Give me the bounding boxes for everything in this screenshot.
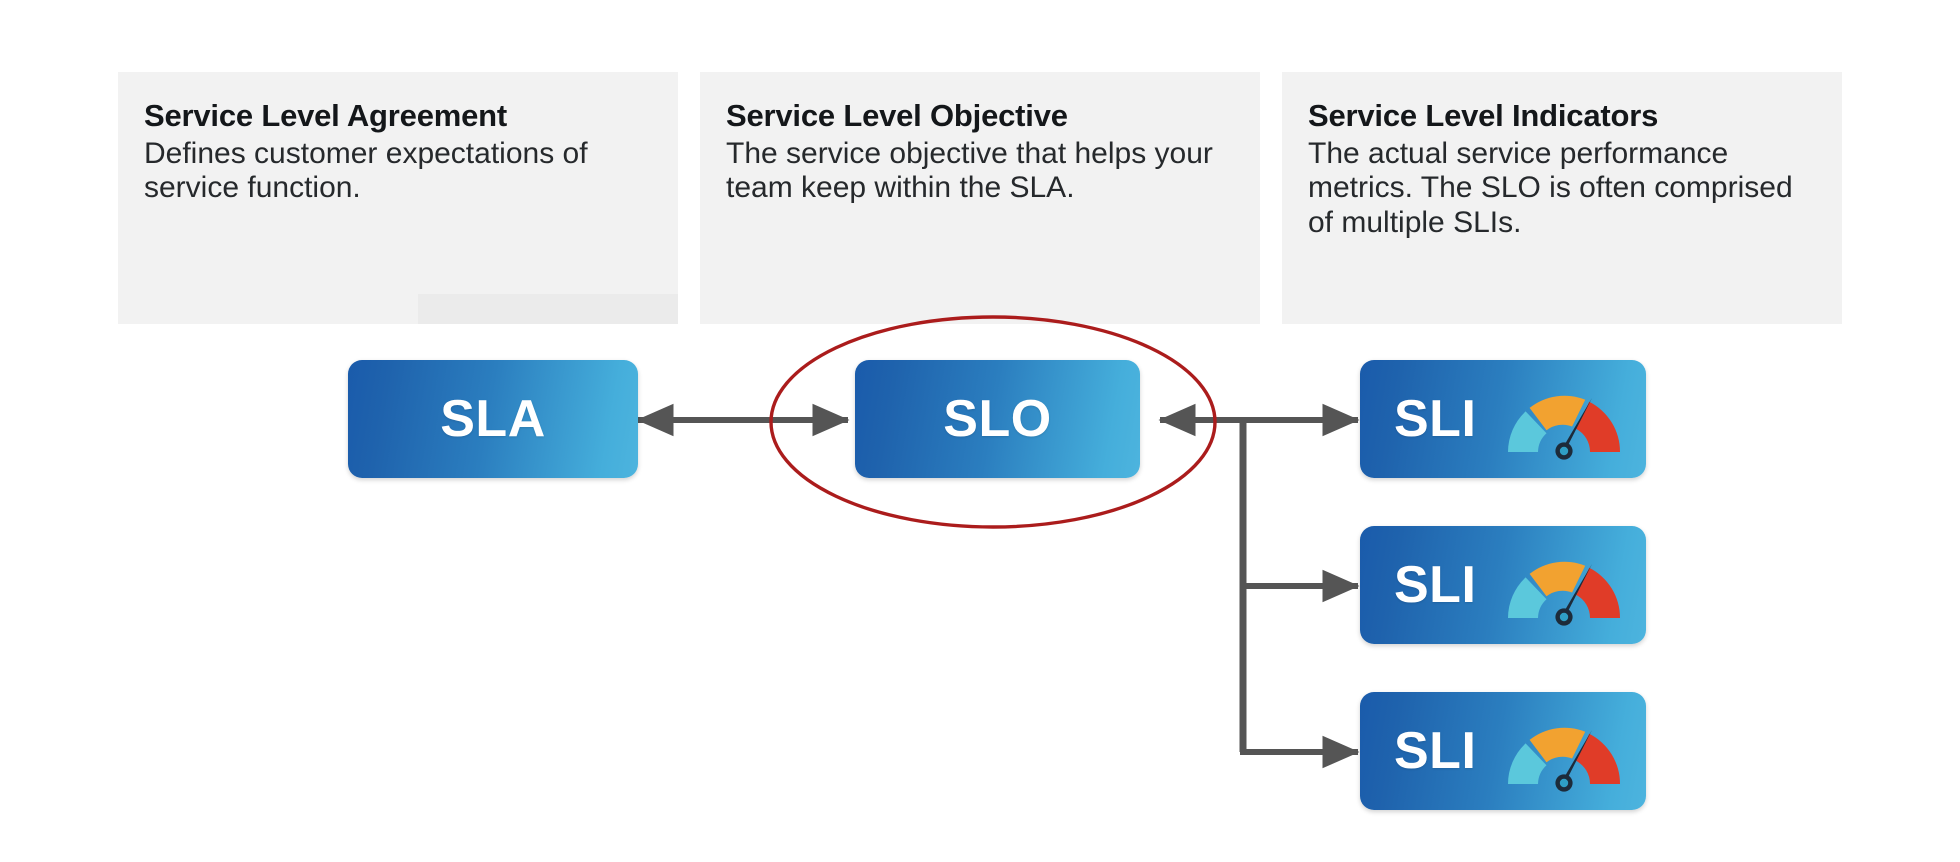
card-body-slo: The service objective that helps your te… (726, 136, 1213, 205)
node-sla[interactable]: SLA (348, 360, 638, 478)
card-body-sli: The actual service performance metrics. … (1308, 136, 1793, 240)
card-title-sla: Service Level Agreement (144, 98, 507, 133)
node-sla-label: SLA (440, 390, 546, 448)
node-sli-2[interactable]: SLI (1360, 526, 1646, 644)
node-sli-3[interactable]: SLI (1360, 692, 1646, 810)
gauge-icon (1500, 378, 1628, 460)
node-sli-2-label: SLI (1394, 556, 1477, 614)
redaction-block (418, 294, 678, 324)
node-sli-1[interactable]: SLI (1360, 360, 1646, 478)
gauge-icon (1500, 710, 1628, 792)
definition-card-sla: Service Level Agreement Defines customer… (118, 72, 678, 324)
node-sli-3-label: SLI (1394, 722, 1477, 780)
card-body-sla: Defines customer expectations of service… (144, 136, 588, 205)
card-title-sli: Service Level Indicators (1308, 98, 1659, 133)
node-slo[interactable]: SLO (855, 360, 1140, 478)
node-slo-label: SLO (943, 390, 1052, 448)
gauge-icon (1500, 544, 1628, 626)
card-title-slo: Service Level Objective (726, 98, 1068, 133)
node-sli-1-label: SLI (1394, 390, 1477, 448)
definition-card-sli: Service Level Indicators The actual serv… (1282, 72, 1842, 324)
definition-card-slo: Service Level Objective The service obje… (700, 72, 1260, 324)
